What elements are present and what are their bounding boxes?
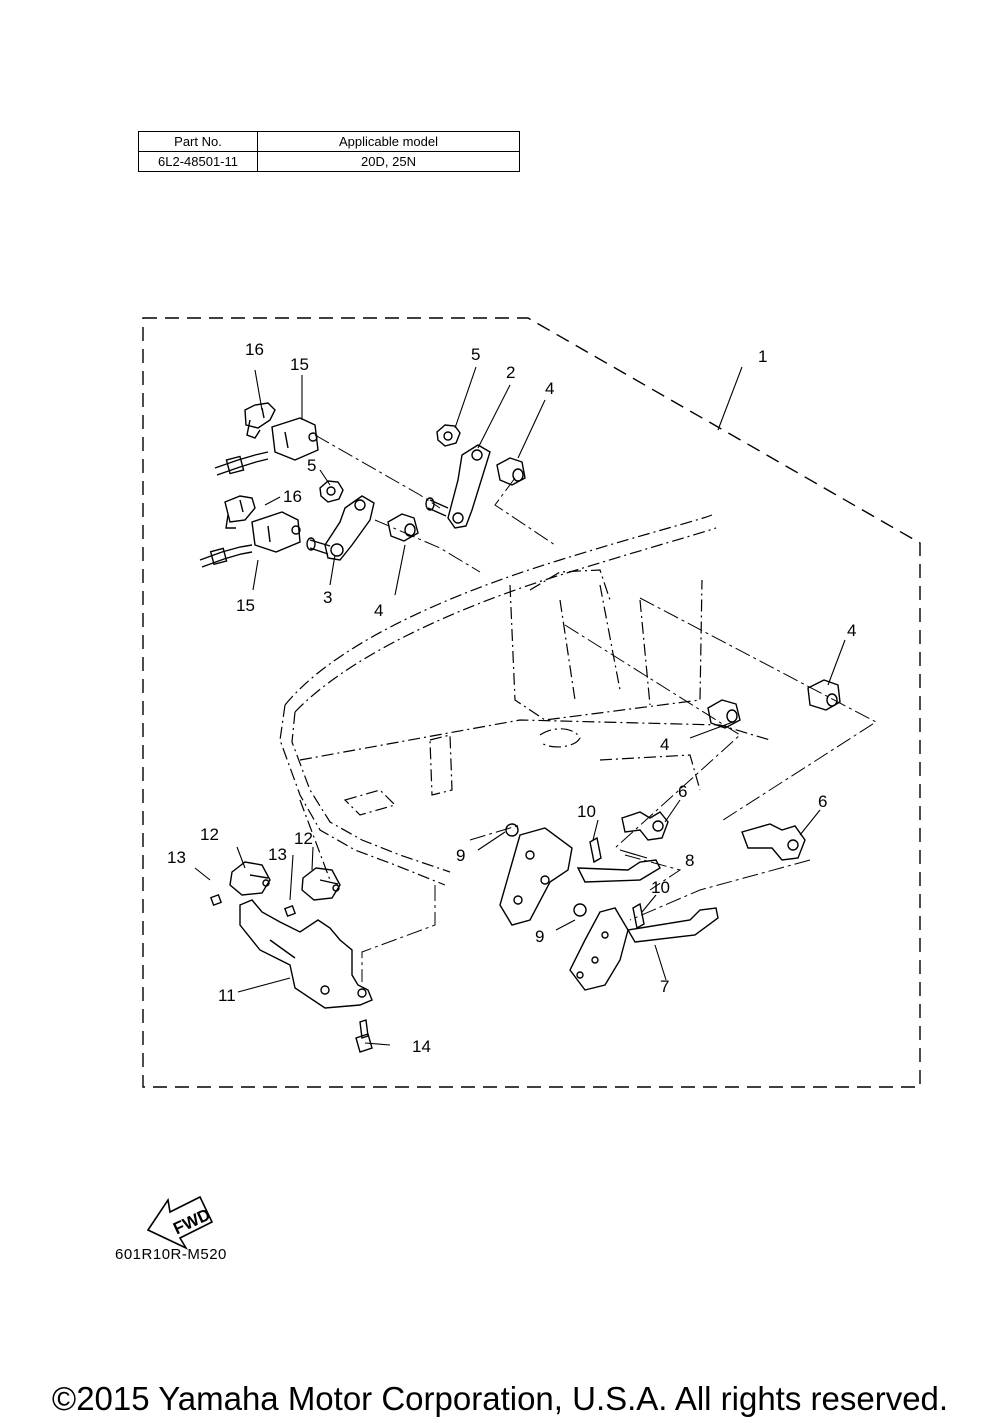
callout-4: 4 (374, 601, 383, 620)
callout-6: 6 (678, 782, 687, 801)
callout-14: 14 (412, 1037, 431, 1056)
washer-9-upper (505, 823, 519, 837)
applicable-model-table: Part No. Applicable model 6L2-48501-11 2… (138, 131, 520, 172)
callout-2: 2 (506, 363, 515, 382)
callout-13: 13 (167, 848, 186, 867)
pin-10-upper (589, 836, 602, 864)
cable-clip-16-lower (224, 495, 256, 529)
bushing-4-upper (496, 457, 526, 486)
bracket-plate-upper (499, 827, 573, 926)
callout-5: 5 (307, 456, 316, 475)
callout-3: 3 (323, 588, 332, 607)
cable-holder-15-upper (271, 417, 319, 461)
callout-4: 4 (660, 735, 669, 754)
callout-9: 9 (535, 927, 544, 946)
leader-lines (194, 366, 846, 1046)
callout-4: 4 (847, 621, 856, 640)
part-no-value: 6L2-48501-11 (138, 151, 258, 172)
washer-9-lower (573, 903, 587, 917)
cable-end-upper (214, 451, 269, 476)
callout-6: 6 (818, 792, 827, 811)
table-row: 6L2-48501-11 20D, 25N (138, 151, 520, 172)
lever-2 (425, 444, 491, 529)
callout-10: 10 (651, 878, 670, 897)
callout-16: 16 (245, 340, 264, 359)
diagram-code: 601R10R-M520 (115, 1246, 227, 1263)
bolt-14 (355, 1019, 373, 1053)
cable-holder-15-lower (251, 511, 301, 553)
pin-13-left (209, 893, 223, 907)
assembly-chain-lines (314, 434, 877, 982)
cable-clip-16-upper (244, 402, 276, 439)
lever-3 (306, 495, 375, 561)
bushing-4-left (387, 513, 419, 542)
callout-7: 7 (660, 977, 669, 996)
fwd-label: FWD (170, 1205, 213, 1239)
bracket-plate-lower (569, 907, 629, 991)
applicable-model-value: 20D, 25N (257, 151, 520, 172)
copyright-notice: ©2015 Yamaha Motor Corporation, U.S.A. A… (51, 1380, 949, 1417)
callout-15: 15 (290, 355, 309, 374)
callout-5: 5 (471, 345, 480, 364)
callout-16: 16 (283, 487, 302, 506)
link-7 (626, 907, 719, 943)
mount-bracket-outline (279, 514, 771, 886)
cable-end-lower (199, 544, 253, 568)
callout-1: 1 (758, 347, 767, 366)
bracket-11 (239, 899, 373, 1009)
bushing-4-center (707, 699, 741, 729)
callout-8: 8 (685, 851, 694, 870)
callout-9: 9 (456, 846, 465, 865)
shaft-6-right (741, 823, 806, 861)
bushing-4-right (807, 679, 841, 711)
nut-5-upper (436, 424, 461, 447)
clamp-12-right (301, 867, 341, 901)
clamp-12-left (229, 861, 271, 896)
callout-13: 13 (268, 845, 287, 864)
callout-15: 15 (236, 596, 255, 615)
callouts: 1 2 3 4 4 4 4 5 5 6 6 7 8 9 9 10 10 11 1… (167, 340, 856, 1056)
callout-12: 12 (200, 825, 219, 844)
callout-11: 11 (218, 986, 236, 1005)
callout-4: 4 (545, 379, 554, 398)
nut-5-lower (319, 480, 344, 503)
assembly-boundary (142, 317, 921, 1088)
pin-13-right (283, 904, 297, 918)
callout-12: 12 (294, 829, 313, 848)
pin-10-lower (632, 902, 645, 930)
callout-10: 10 (577, 802, 596, 821)
link-8 (576, 859, 661, 883)
shaft-6-left (621, 811, 669, 841)
fwd-arrow-icon (146, 1195, 214, 1250)
